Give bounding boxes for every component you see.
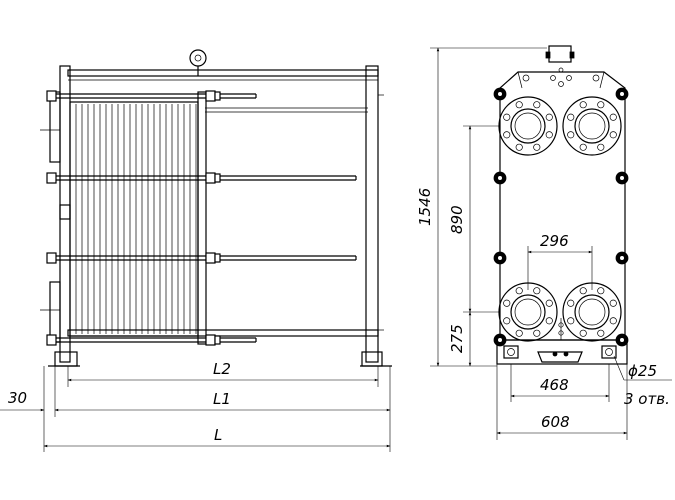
- dim-275: 275: [448, 324, 466, 353]
- flange-bolt-hole: [609, 131, 617, 139]
- bolt-washer: [214, 335, 221, 345]
- flange-bolt-hole: [503, 317, 511, 325]
- dim-hole-diameter: ϕ25: [628, 362, 657, 380]
- flange-outer: [498, 282, 558, 342]
- flange-bolt-hole: [533, 101, 541, 109]
- flange-bolt-hole: [503, 131, 511, 139]
- flange-bore: [510, 294, 546, 330]
- flange-bolt-hole: [545, 317, 553, 325]
- flange-bolt-hole: [609, 317, 617, 325]
- dim-30: 30: [8, 389, 27, 407]
- tie-bolt-center: [620, 256, 624, 260]
- bolt-washer: [214, 173, 221, 183]
- flange-bolt-hole: [503, 299, 511, 307]
- flange-bolt-hole: [533, 329, 541, 337]
- bolt-nut: [46, 252, 57, 264]
- tie-bolt-center: [620, 176, 624, 180]
- flange-bolt-hole: [579, 143, 587, 151]
- flange-bolt-hole: [597, 101, 605, 109]
- tie-bolt-center: [620, 338, 624, 342]
- bolt-nut: [46, 90, 57, 102]
- bolt-nut: [205, 334, 216, 346]
- bolt-washer: [214, 253, 221, 263]
- tie-bolt-center: [498, 338, 502, 342]
- tie-bolt-center: [498, 256, 502, 260]
- flange-bolt-hole: [597, 143, 605, 151]
- flange-bolt-hole: [597, 287, 605, 295]
- dimensions: L2 L1 L 30 1546 890 275 296 468 608: [0, 47, 672, 452]
- flange-bolt-hole: [533, 143, 541, 151]
- tie-bolt-center: [620, 92, 624, 96]
- side-view: [40, 49, 392, 367]
- dim-L: L: [214, 426, 222, 444]
- flange-outer: [562, 282, 622, 342]
- flange-bolt-hole: [567, 317, 575, 325]
- dim-468: 468: [540, 376, 569, 394]
- dim-890: 890: [448, 205, 466, 234]
- flange-outer: [498, 96, 558, 156]
- tightening-bolts: [46, 90, 357, 346]
- bolt-nut: [205, 252, 216, 264]
- flange-bolt-hole: [579, 101, 587, 109]
- dim-L1: L1: [213, 390, 231, 408]
- flange-bolt-hole: [579, 287, 587, 295]
- dim-hole-count: 3 отв.: [624, 390, 670, 408]
- flange-bolt-hole: [545, 113, 553, 121]
- flange-bolt-hole: [515, 101, 523, 109]
- flange-bore: [574, 294, 610, 330]
- flange-bolt-hole: [609, 113, 617, 121]
- flange-inner: [578, 112, 606, 140]
- flange-bolt-hole: [545, 299, 553, 307]
- flange-bore: [510, 108, 546, 144]
- flange-bolt-hole: [609, 299, 617, 307]
- flange-bolt-hole: [567, 131, 575, 139]
- flange-bolt-hole: [515, 143, 523, 151]
- bolt-nut: [46, 334, 57, 346]
- flange-bolt-hole: [579, 329, 587, 337]
- dim-L2: L2: [213, 360, 231, 378]
- dim-608: 608: [541, 413, 570, 431]
- front-view: [493, 45, 629, 365]
- flange-bolt-hole: [515, 287, 523, 295]
- dim-296: 296: [540, 232, 569, 250]
- tie-bolt-center: [498, 92, 502, 96]
- flange-bolt-hole: [567, 113, 575, 121]
- flange-bolt-hole: [515, 329, 523, 337]
- flange-bolt-hole: [545, 131, 553, 139]
- flange-inner: [514, 112, 542, 140]
- flange-bolt-hole: [567, 299, 575, 307]
- flange-inner: [514, 298, 542, 326]
- plate-pack-lines: [75, 104, 197, 334]
- flange-bolt-hole: [503, 113, 511, 121]
- flange-outer: [562, 96, 622, 156]
- flange-bore: [574, 108, 610, 144]
- flange-bolt-hole: [597, 329, 605, 337]
- bolt-nut: [205, 90, 216, 102]
- perimeter-bolts: [493, 87, 629, 347]
- bolt-washer: [214, 91, 221, 101]
- bolt-nut: [205, 172, 216, 184]
- flange-bolt-hole: [533, 287, 541, 295]
- tie-bolt-center: [498, 176, 502, 180]
- bolt-nut: [46, 172, 57, 184]
- flange-inner: [578, 298, 606, 326]
- dim-1546: 1546: [416, 188, 434, 226]
- port-flanges: [498, 96, 622, 342]
